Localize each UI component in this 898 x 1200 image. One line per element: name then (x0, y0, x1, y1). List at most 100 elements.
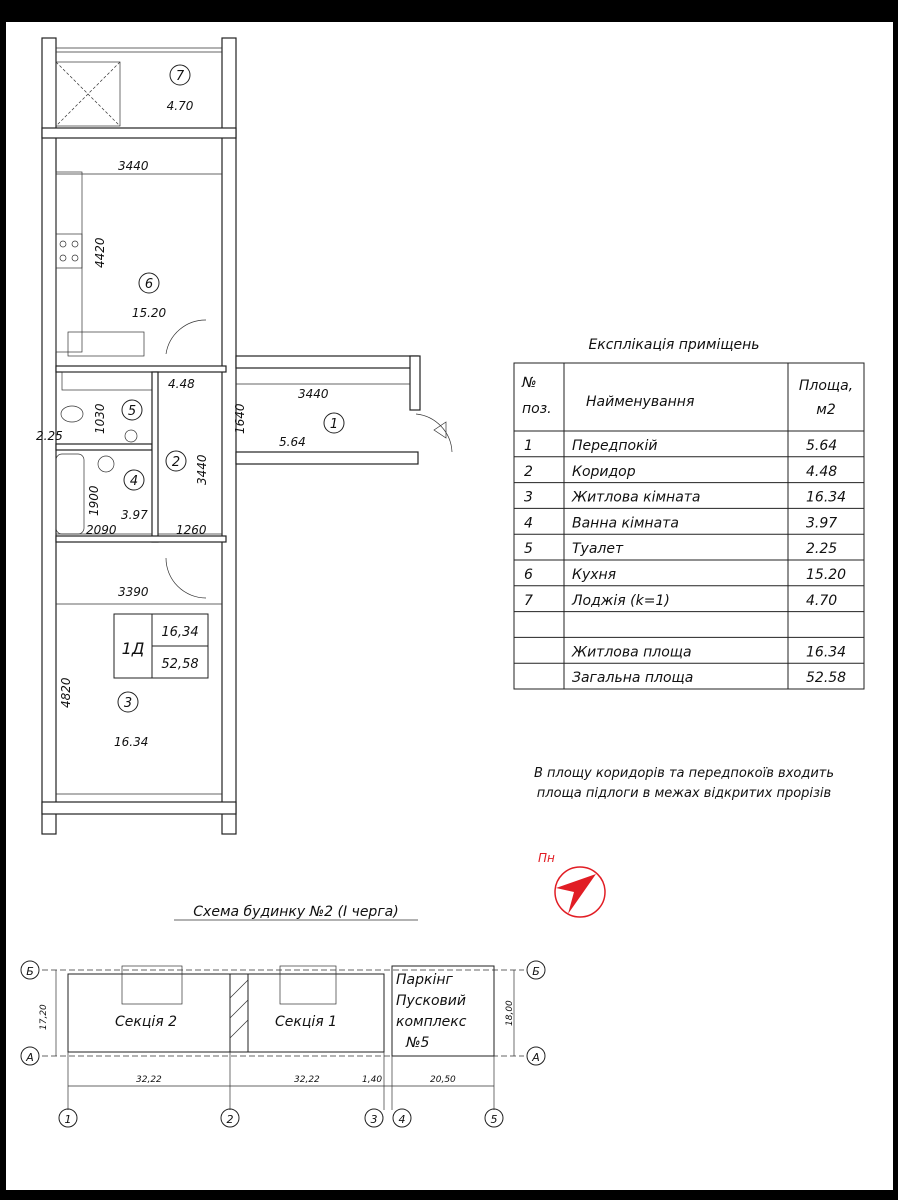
note-line-2: площа підлоги в межах відкритих прорізів (537, 786, 831, 801)
dim-width-3: 1,40 (362, 1075, 382, 1085)
drawing-canvas: 7 4.70 6 15.20 5 2.25 2 4.48 4 3.97 1 5.… (20, 37, 865, 1128)
table-header-area: м2 (816, 402, 836, 418)
table-cell-num: 6 (524, 567, 533, 583)
dim-label: 1030 (93, 403, 107, 434)
table-cell-area: 16.34 (806, 490, 846, 506)
building-scheme: Секція 2 Секція 1 Паркінг Пусковий компл… (20, 960, 546, 1128)
table-cell-area: 15.20 (806, 567, 846, 583)
svg-text:4.48: 4.48 (168, 377, 195, 391)
dim-width-1: 32,22 (136, 1075, 162, 1085)
svg-text:2.25: 2.25 (36, 429, 63, 443)
axis-col-4: 4 (392, 1108, 412, 1128)
axis-row-a-right: А (526, 1046, 546, 1066)
dim-label: 2090 (86, 523, 117, 537)
washbasin-icon (124, 429, 138, 443)
svg-text:16.34: 16.34 (114, 735, 148, 749)
north-label: Пн (538, 851, 555, 865)
table-total-name: Житлова площа (571, 644, 692, 660)
room-6-label: 6 15.20 (132, 272, 167, 320)
toilet-icon (60, 405, 84, 423)
kitchen-counter (55, 171, 83, 353)
axis-row-a-left: А (20, 1046, 40, 1066)
table-header-num: № (521, 375, 537, 391)
bath-cabinets (61, 371, 153, 391)
axis-col-1: 1 (58, 1108, 78, 1128)
scheme-title: Схема будинку №2 (І черга) (193, 904, 398, 920)
table-header-area: Площа, (799, 378, 853, 394)
svg-text:3: 3 (124, 696, 132, 711)
svg-text:5: 5 (491, 1113, 498, 1126)
table-total-area: 16.34 (806, 644, 846, 660)
note-line-1: В площу коридорів та передпокоїв входить (534, 766, 834, 781)
apartment-total-area: 52,58 (161, 657, 198, 672)
axis-col-2: 2 (220, 1108, 240, 1128)
section-2-label: Секція 2 (115, 1014, 177, 1030)
north-arrow-icon: Пн (538, 851, 606, 918)
entrance-door-arc (415, 413, 453, 453)
svg-text:Б: Б (532, 965, 540, 978)
table-cell-name: Передпокій (572, 438, 657, 454)
table-header-num: поз. (522, 401, 552, 417)
section-2-outline (67, 973, 231, 1053)
parking-line-4: №5 (405, 1035, 430, 1051)
stove-icon (55, 233, 83, 269)
svg-text:15.20: 15.20 (132, 306, 167, 320)
table-cell-num: 3 (524, 490, 533, 506)
apartment-type: 1Д (122, 639, 145, 658)
parking-outline (391, 965, 495, 1057)
sink-counter (67, 331, 145, 357)
dim-height-right: 18,00 (505, 1000, 515, 1026)
entrance-marker-icon (433, 421, 447, 439)
drawing-sheet: 7 4.70 6 15.20 5 2.25 2 4.48 4 3.97 1 5.… (6, 22, 893, 1190)
dim-label: 1900 (87, 485, 101, 516)
hall-north-wall (235, 355, 419, 369)
axis-col-3: 3 (364, 1108, 384, 1128)
table-cell-name: Коридор (572, 464, 636, 480)
room-7-label: 7 4.70 (167, 64, 194, 113)
washbasin-icon-2 (97, 455, 115, 473)
bathtub-icon (55, 453, 85, 535)
table-cell-area: 5.64 (806, 438, 837, 454)
svg-text:7: 7 (176, 69, 185, 84)
svg-text:3.97: 3.97 (121, 508, 148, 522)
dim-label: 3440 (298, 387, 329, 401)
room-3-label: 3 16.34 (114, 691, 148, 749)
svg-text:1: 1 (65, 1113, 72, 1126)
axis-col-5: 5 (484, 1108, 504, 1128)
dim-width-2: 32,22 (294, 1075, 320, 1085)
table-cell-name: Житлова кімната (571, 490, 701, 506)
section-1-outline (247, 973, 385, 1053)
table-cell-area: 4.48 (806, 464, 837, 480)
dim-label: 4820 (59, 677, 73, 708)
dim-label: 4420 (93, 237, 107, 268)
parking-line-2: Пусковий (396, 993, 466, 1009)
south-wall (41, 801, 237, 815)
svg-text:А: А (531, 1051, 540, 1064)
table-cell-num: 2 (524, 464, 533, 480)
svg-text:6: 6 (145, 277, 153, 292)
svg-text:3: 3 (371, 1113, 378, 1126)
dim-label: 3440 (195, 454, 209, 485)
room-5-label: 5 2.25 (36, 399, 143, 443)
table-cell-num: 1 (524, 438, 533, 454)
hall-south-wall (235, 451, 419, 465)
dim-label: 1260 (176, 523, 207, 537)
kitchen-door-arc (165, 319, 207, 355)
explication-title: Експлікація приміщень (588, 337, 759, 353)
svg-text:А: А (25, 1051, 34, 1064)
svg-text:4: 4 (130, 474, 138, 489)
apartment-living-area: 16,34 (161, 625, 198, 640)
parking-line-1: Паркінг (396, 972, 453, 988)
explication-table: № поз. Найменування Площа, м2 1 Передпокій 5.64… (513, 362, 865, 690)
west-wall (41, 37, 57, 835)
dim-label: 3390 (118, 585, 149, 599)
room-1-label: 1 5.64 (279, 412, 345, 449)
room-2-label: 2 4.48 (165, 377, 195, 472)
dim-label: 1640 (233, 403, 247, 434)
table-cell-num: 7 (524, 593, 533, 609)
svg-text:4: 4 (399, 1113, 406, 1126)
table-total-area: 52.58 (806, 670, 846, 686)
table-total-name: Загальна площа (572, 670, 693, 686)
table-cell-area: 4.70 (806, 593, 837, 609)
table-header-name: Найменування (586, 394, 694, 410)
